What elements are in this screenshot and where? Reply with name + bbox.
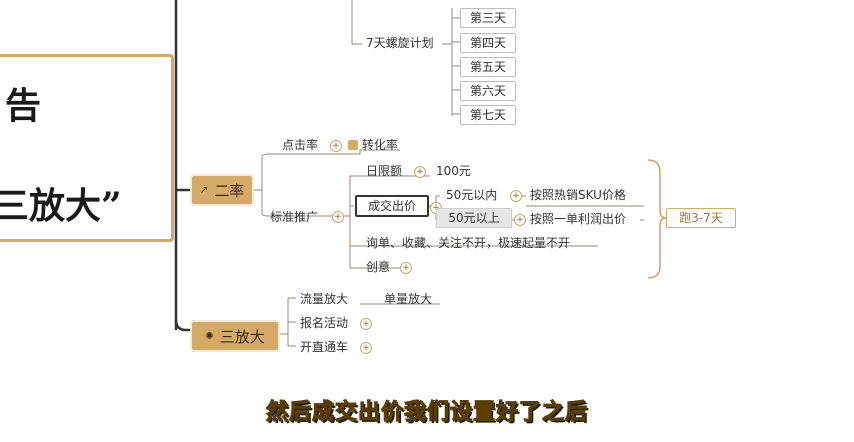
root-title-line2: 三放大” xyxy=(0,185,122,227)
click-rate[interactable]: 点击率 xyxy=(282,138,319,152)
order-amplify[interactable]: 单量放大 xyxy=(384,292,433,306)
plan-7day[interactable]: 7天螺旋计划 xyxy=(366,36,434,50)
branch-three-amplify-label: 三放大 xyxy=(219,327,265,346)
expand-icon[interactable]: + xyxy=(360,342,372,354)
open-express-car[interactable]: 开直通车 xyxy=(300,340,349,354)
expand-icon[interactable]: + xyxy=(360,318,372,330)
expand-icon[interactable]: + xyxy=(514,214,526,226)
expand-icon[interactable]: + xyxy=(330,140,342,152)
price-over-50[interactable]: 50元以上 xyxy=(436,208,512,228)
standard-promotion[interactable]: 标准推广 xyxy=(270,210,319,224)
rule-over-50[interactable]: 按照一单利润出价 xyxy=(530,212,627,226)
expand-icon[interactable]: + xyxy=(414,166,426,178)
day-3[interactable]: 第三天 xyxy=(460,8,516,28)
day-4[interactable]: 第四天 xyxy=(460,33,516,53)
daily-limit[interactable]: 日限额 xyxy=(366,164,403,178)
sparkle-icon: ✺ xyxy=(205,330,214,342)
day-6[interactable]: 第六天 xyxy=(460,81,516,101)
expand-icon[interactable]: + xyxy=(510,190,522,202)
root-topic[interactable]: 告 三放大” xyxy=(0,54,174,242)
inquiry-settings[interactable]: 询单、收藏、关注不开，极速起量不开 xyxy=(366,236,571,250)
traffic-amplify[interactable]: 流量放大 xyxy=(300,292,349,306)
branch-two-rates-label: 二率 xyxy=(214,181,245,200)
root-title-line1: 告 xyxy=(5,85,42,127)
daily-limit-value[interactable]: 100元 xyxy=(436,164,471,178)
conversion-rate: 转化率 xyxy=(361,138,398,152)
conversion-rate-node[interactable]: 转化率 xyxy=(348,136,398,154)
link-icon: ↗ xyxy=(199,184,209,196)
expand-icon[interactable]: + xyxy=(332,211,344,223)
video-subtitle: 然后成交出价我们设置好了之后 xyxy=(265,400,588,426)
creative[interactable]: 创意 xyxy=(366,260,391,274)
branch-three-amplify[interactable]: ✺ 三放大 xyxy=(192,322,278,350)
note-icon xyxy=(348,140,358,150)
run-3-7-days[interactable]: 跑3-7天 xyxy=(666,208,736,228)
join-events[interactable]: 报名活动 xyxy=(300,316,349,330)
day-5[interactable]: 第五天 xyxy=(460,57,516,77)
price-under-50[interactable]: 50元以内 xyxy=(446,188,498,202)
bid-node[interactable]: 成交出价 xyxy=(355,195,429,217)
branch-two-rates[interactable]: ↗ 二率 xyxy=(192,176,252,204)
day-7[interactable]: 第七天 xyxy=(460,105,516,125)
expand-icon[interactable]: + xyxy=(400,262,412,274)
rule-under-50[interactable]: 按照热销SKU价格 xyxy=(530,188,626,202)
